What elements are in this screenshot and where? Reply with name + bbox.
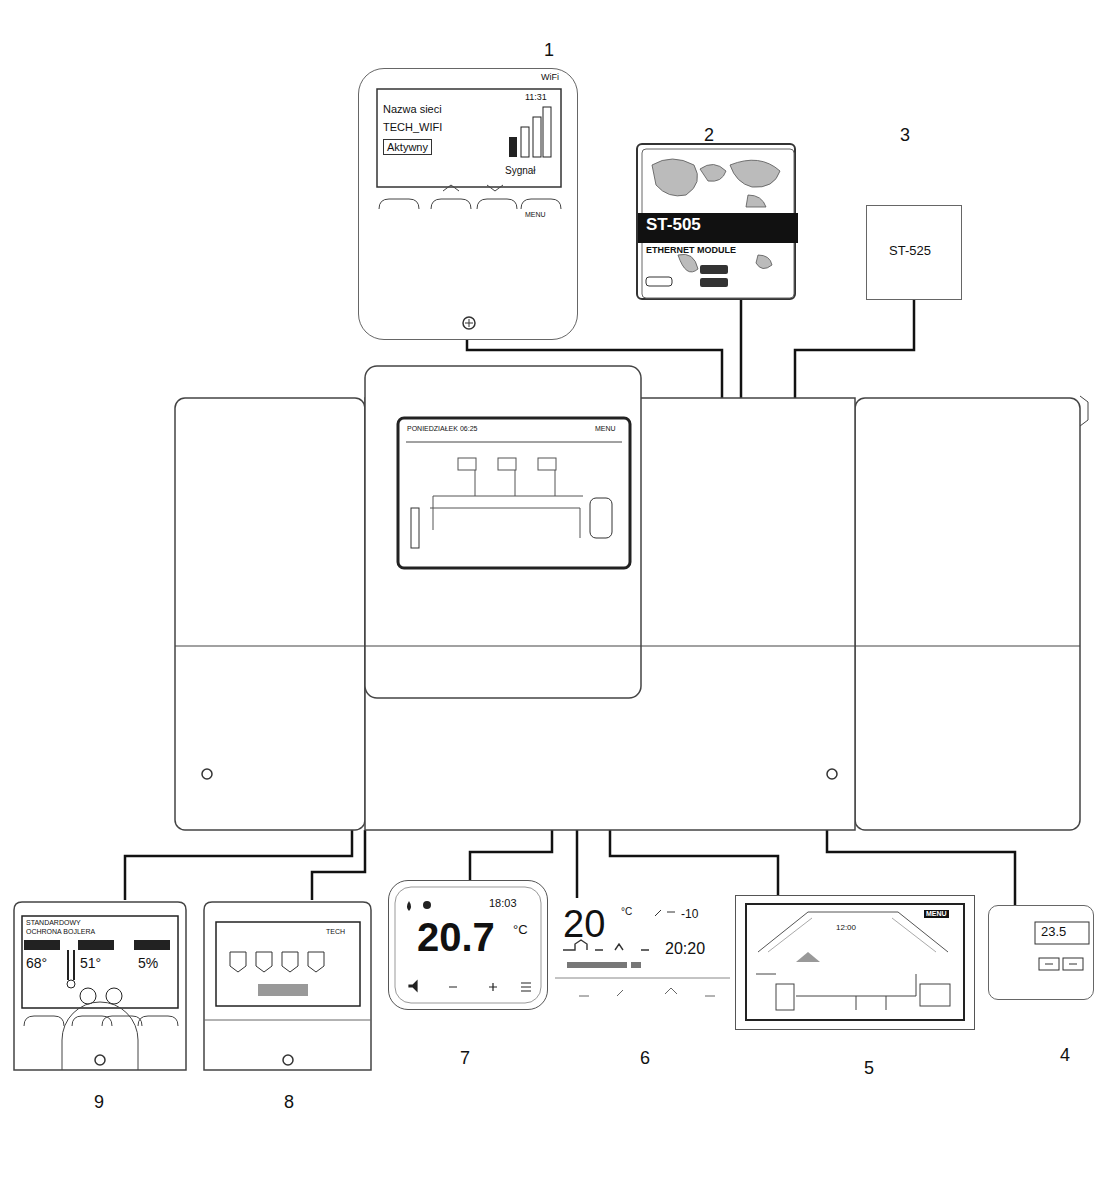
screen-text: TECH_WIFI bbox=[383, 121, 442, 133]
callout-number: 6 bbox=[640, 1048, 650, 1069]
screen-text: PONIEDZIAŁEK 06:25 bbox=[407, 425, 477, 433]
screen-text: WiFi bbox=[541, 73, 559, 83]
device-drawing bbox=[989, 906, 1095, 1001]
cable-line bbox=[312, 830, 365, 900]
device-box: 20 °C -10 20:20 bbox=[555, 898, 730, 1016]
screen-text: ST-525 bbox=[889, 244, 931, 258]
callout-number: 5 bbox=[864, 1058, 874, 1079]
callout-number: 2 bbox=[704, 125, 714, 146]
screen-text: STANDARDOWY bbox=[26, 919, 81, 927]
screen-text: 5% bbox=[138, 956, 158, 971]
callout-number: 7 bbox=[460, 1048, 470, 1069]
screen-text: 20:20 bbox=[665, 940, 705, 958]
screen-text: 23.5 bbox=[1041, 925, 1066, 939]
device-drawing bbox=[200, 900, 375, 1075]
screen-text: 18:03 bbox=[489, 897, 517, 909]
screen-text: TECH bbox=[326, 928, 345, 936]
screen-text: 11:31 bbox=[525, 93, 547, 103]
device-box: ST-525 bbox=[866, 205, 962, 300]
screen-text: Sygnał bbox=[505, 165, 536, 176]
cable-line bbox=[795, 300, 914, 398]
screen-text: MENU bbox=[595, 425, 616, 433]
callout-number: 1 bbox=[544, 40, 554, 61]
screen-text: 68° bbox=[26, 956, 47, 971]
cable-line bbox=[740, 300, 743, 398]
screen-text: -10 bbox=[681, 908, 698, 921]
screen-text: 20 bbox=[563, 904, 605, 946]
screen-text: MENU bbox=[924, 910, 949, 918]
device-box: 18:03 20.7 °C bbox=[388, 880, 548, 1010]
cable-line bbox=[125, 830, 352, 900]
callout-number: 3 bbox=[900, 125, 910, 146]
screen-text: °C bbox=[621, 906, 632, 917]
screen-text: OCHRONA BOJLERA bbox=[26, 928, 95, 936]
screen-text: Aktywny bbox=[383, 139, 432, 155]
cable-line bbox=[827, 830, 1015, 905]
screen-text: 51° bbox=[80, 956, 101, 971]
device-box: PONIEDZIAŁEK 06:25 MENU bbox=[175, 398, 1080, 830]
callout-number: 8 bbox=[284, 1092, 294, 1113]
device-drawing bbox=[10, 900, 190, 1075]
screen-text: Nazwa sieci bbox=[383, 103, 442, 115]
device-box: TECH bbox=[200, 900, 375, 1075]
device-box: 23.5 bbox=[988, 905, 1094, 1000]
screen-text: °C bbox=[513, 923, 528, 937]
device-box: ST-505ETHERNET MODULE bbox=[636, 143, 796, 300]
screen-text: MENU bbox=[525, 211, 546, 219]
device-box: WiFi 11:31Nazwa sieciTECH_WIFI AktywnySygn… bbox=[358, 68, 578, 340]
cable-line bbox=[610, 830, 778, 895]
device-drawing bbox=[175, 398, 1080, 830]
screen-text: ETHERNET MODULE bbox=[646, 246, 736, 256]
cable-line bbox=[470, 830, 552, 880]
device-box: STANDARDOWYOCHRONA BOJLERA 68° 51° 5% bbox=[10, 900, 190, 1075]
screen-text: 12:00 bbox=[836, 924, 856, 933]
callout-number: 9 bbox=[94, 1092, 104, 1113]
screen-text: 20.7 bbox=[417, 915, 495, 959]
cable-line bbox=[576, 830, 579, 898]
device-box: MENU 12:00 bbox=[735, 895, 975, 1030]
screen-text: ST-505 bbox=[646, 216, 701, 235]
callout-number: 4 bbox=[1060, 1045, 1070, 1066]
